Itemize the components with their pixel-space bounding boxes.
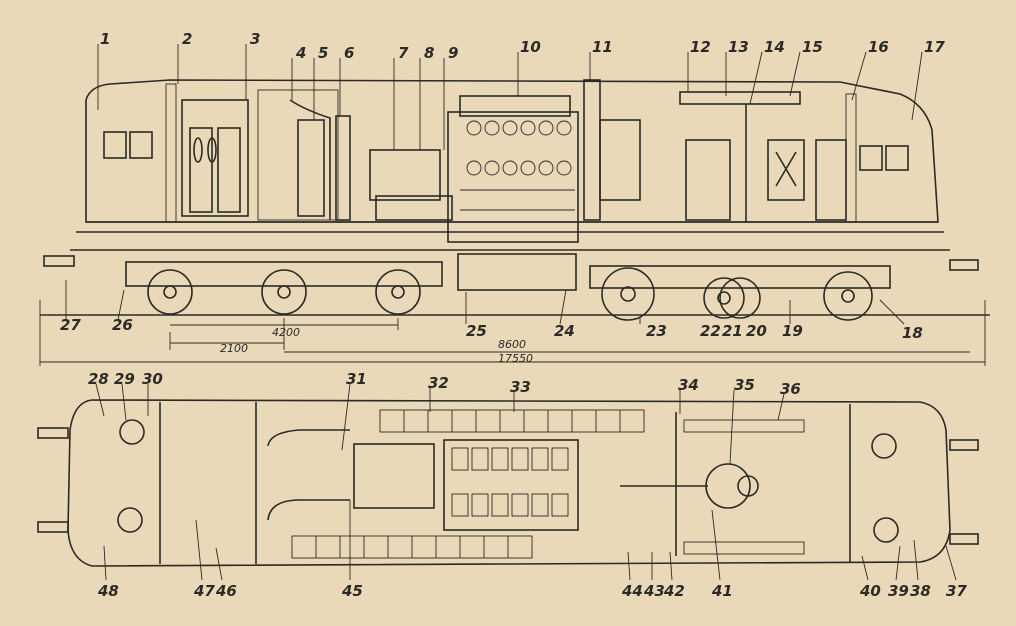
callout-40: 40	[859, 582, 881, 600]
callout-20: 20	[746, 322, 767, 340]
callout-21: 21	[722, 322, 743, 340]
dim-bogie-length: 4200	[272, 326, 300, 339]
driver-seat-right	[873, 517, 899, 543]
callout-43: 43	[643, 582, 665, 600]
driver-seat-left	[119, 419, 145, 445]
cab-window-left	[103, 131, 127, 159]
callout-31: 31	[346, 370, 367, 388]
callout-13: 13	[728, 38, 749, 56]
body-outline	[85, 79, 939, 223]
engine-plan	[443, 439, 579, 531]
plan-view	[37, 399, 979, 567]
callout-35: 35	[734, 376, 755, 394]
callout-3: 3	[250, 30, 260, 48]
cooling-fan	[705, 463, 751, 509]
callout-29: 29	[114, 370, 135, 388]
engine-room-door	[181, 99, 249, 217]
callout-32: 32	[428, 374, 449, 392]
callout-42: 42	[663, 582, 685, 600]
side-view	[40, 79, 990, 321]
engine-cylinders	[460, 120, 575, 211]
callout-18: 18	[902, 324, 923, 342]
diesel-engine	[447, 111, 579, 243]
callout-2: 2	[182, 30, 192, 48]
callout-47: 47	[193, 582, 215, 600]
buffer-left	[43, 255, 75, 267]
callout-10: 10	[520, 38, 541, 56]
callout-5: 5	[318, 44, 328, 62]
bogie-right	[589, 265, 891, 321]
callouts-plan-top: 28 29 30 31 32 33 34 35 36	[88, 370, 801, 465]
battery-boxes	[291, 409, 645, 559]
callout-19: 19	[782, 322, 803, 340]
callout-8: 8	[424, 44, 434, 62]
callout-23: 23	[646, 322, 667, 340]
generator	[369, 149, 441, 201]
generator-plan	[353, 443, 435, 509]
callout-36: 36	[780, 380, 801, 398]
callout-41: 41	[711, 582, 733, 600]
callout-28: 28	[88, 370, 109, 388]
dim-overall-length: 17550	[498, 352, 533, 365]
callout-4: 4	[295, 44, 306, 62]
callout-39: 39	[888, 582, 909, 600]
callout-7: 7	[398, 44, 409, 62]
callout-34: 34	[678, 376, 699, 394]
callout-24: 24	[554, 322, 575, 340]
cab-door-right	[815, 139, 847, 221]
callout-44: 44	[621, 582, 643, 600]
callout-15: 15	[802, 38, 823, 56]
callout-37: 37	[946, 582, 967, 600]
compressor	[297, 119, 325, 217]
callout-33: 33	[510, 378, 531, 396]
dim-bogie-centres: 8600	[498, 338, 526, 351]
buffer-right	[949, 259, 979, 271]
callout-9: 9	[448, 44, 458, 62]
callouts-plan-bottom: 48 47 46 45 44 43 42 41 40 39 38 37	[97, 500, 967, 600]
callouts-side-top: 1 2 3 4 5 6 7 8 9 10 11 12 13 14 15 16 1…	[97, 30, 945, 150]
callout-14: 14	[764, 38, 785, 56]
callout-27: 27	[60, 316, 81, 334]
callout-26: 26	[112, 316, 133, 334]
callout-1: 1	[100, 30, 110, 48]
callout-46: 46	[215, 582, 237, 600]
callouts-side-bottom: 27 26 25 24 23 22 21 20 19 18	[60, 280, 923, 342]
dimension-lines: 4200 2100 8600 17550	[39, 300, 986, 366]
callout-6: 6	[344, 44, 354, 62]
callout-17: 17	[924, 38, 945, 56]
callout-12: 12	[690, 38, 711, 56]
callout-22: 22	[700, 322, 721, 340]
callout-48: 48	[97, 582, 119, 600]
dim-bogie-wheelbase: 2100	[220, 342, 248, 355]
callout-30: 30	[142, 370, 163, 388]
callout-16: 16	[868, 38, 889, 56]
plan-outline	[67, 399, 951, 567]
callout-45: 45	[341, 582, 363, 600]
callout-38: 38	[910, 582, 931, 600]
bogie-left	[125, 261, 443, 315]
callout-11: 11	[592, 38, 613, 56]
turbocharger	[599, 119, 641, 201]
fuel-tank	[457, 253, 577, 291]
callout-25: 25	[466, 322, 487, 340]
